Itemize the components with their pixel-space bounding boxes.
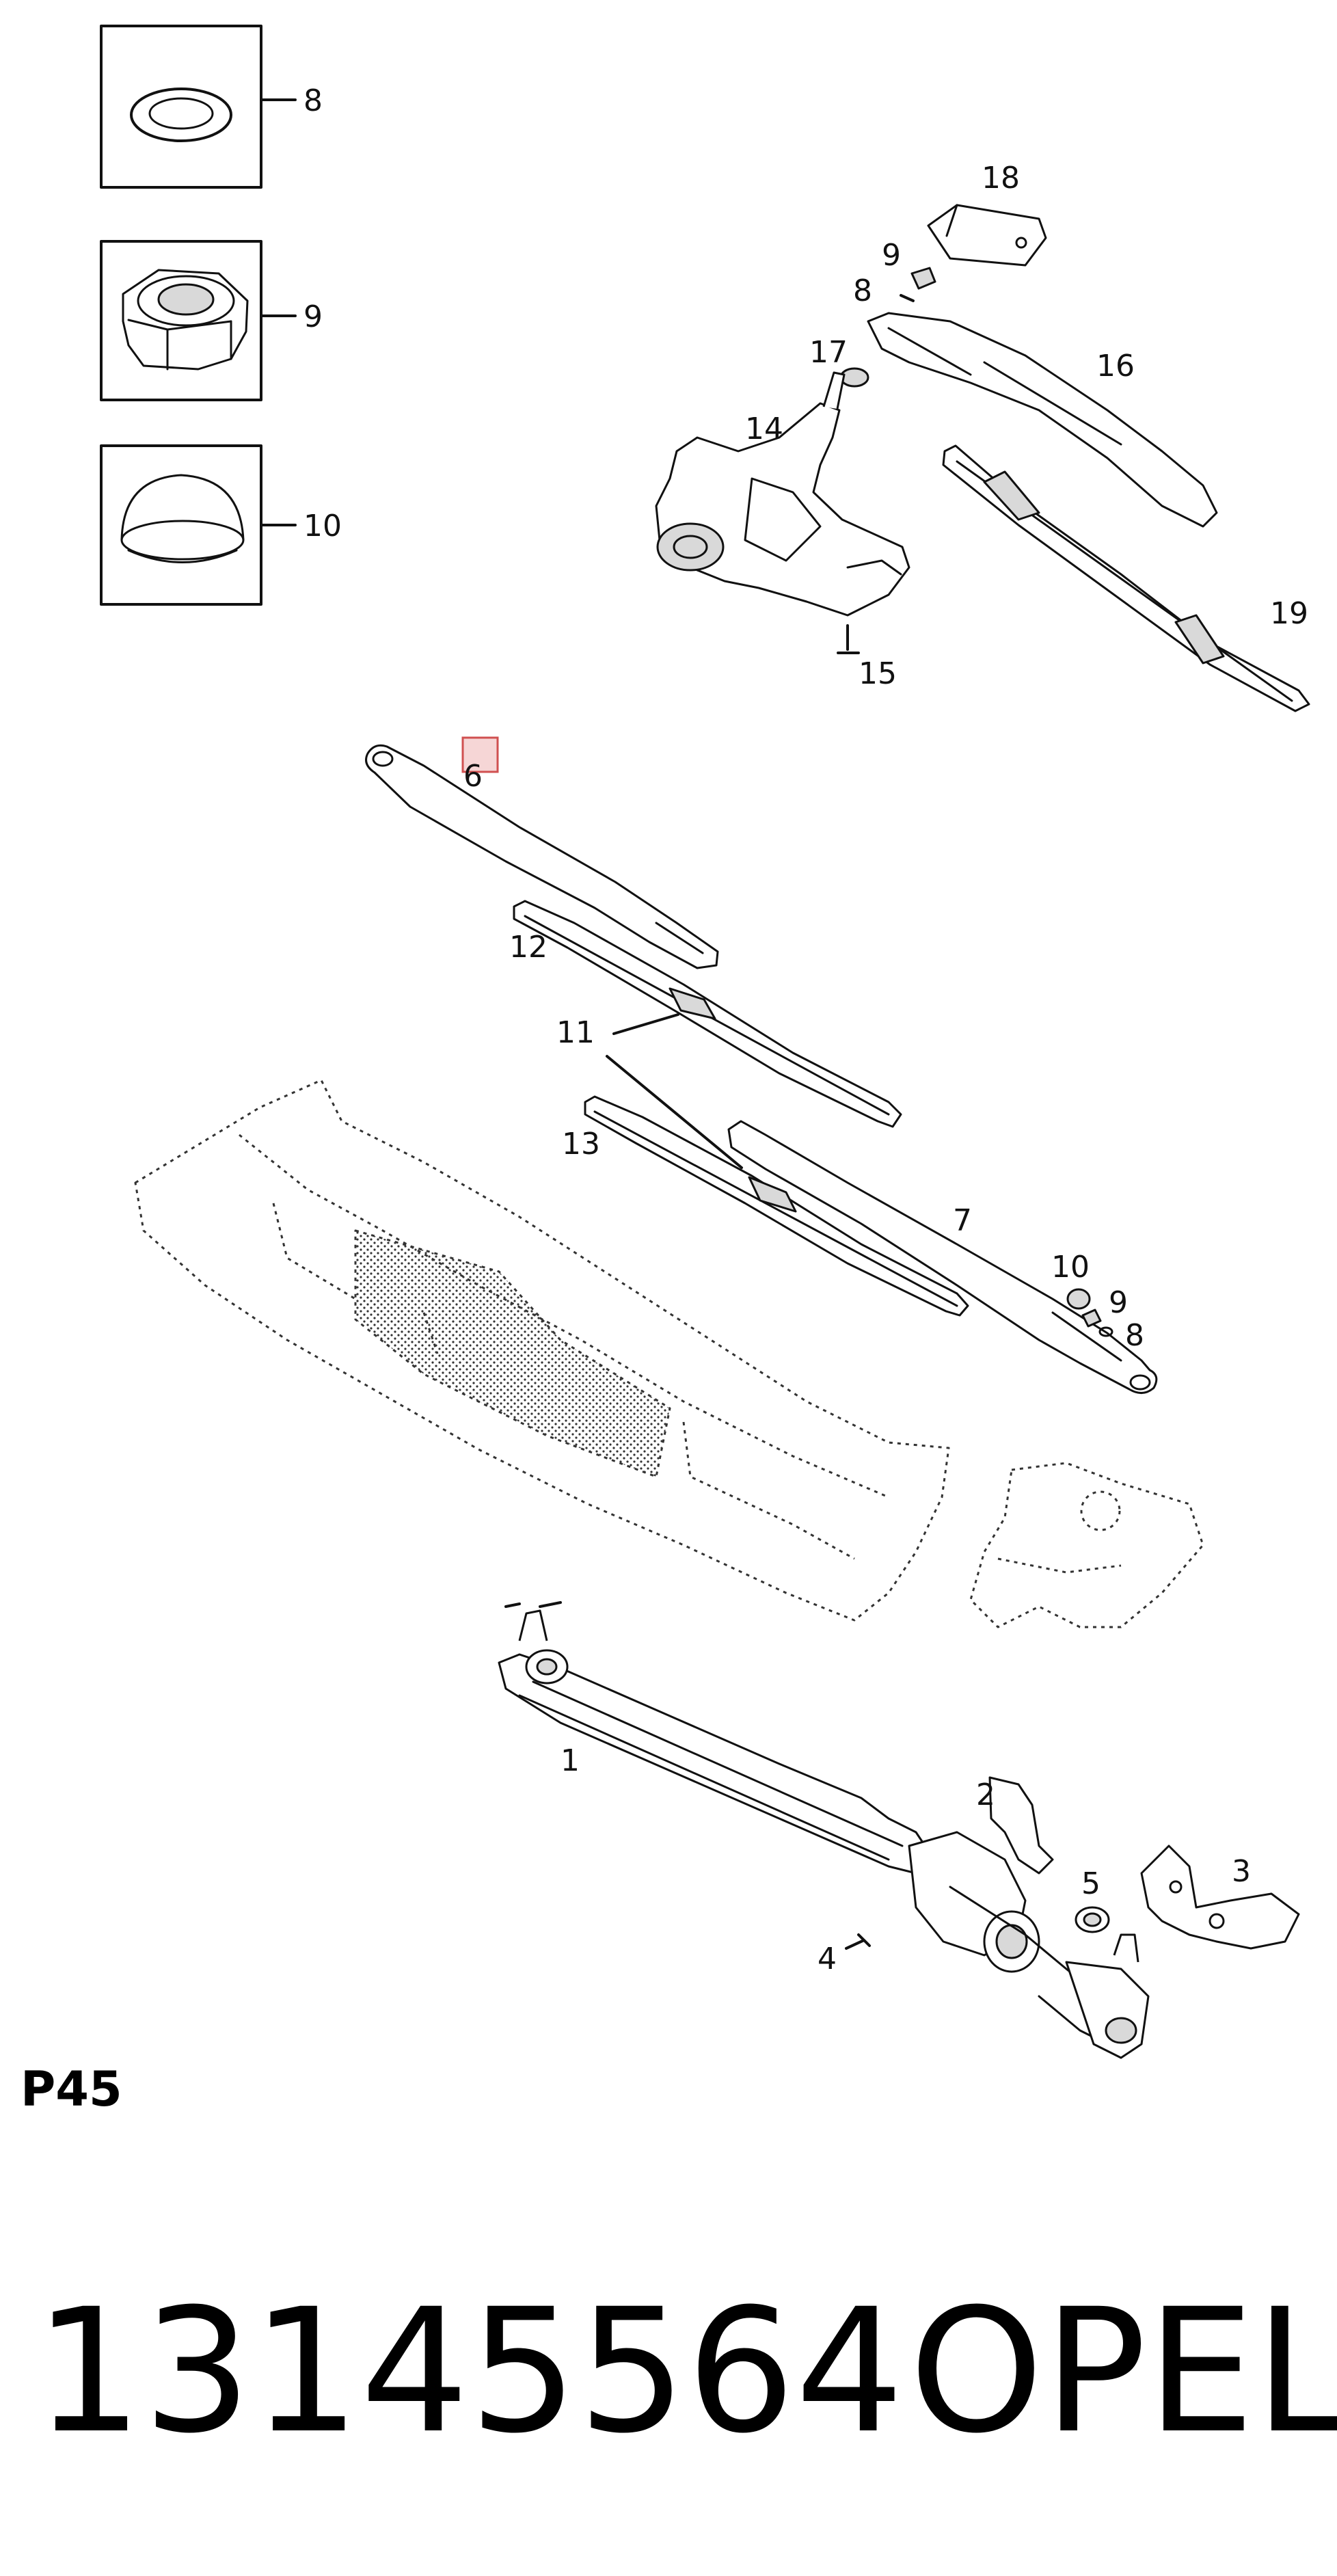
callout-4: 4 <box>818 1942 837 1976</box>
callout-13: 13 <box>562 1127 600 1162</box>
callout-9-rear: 9 <box>882 238 901 273</box>
callout-2: 2 <box>976 1777 995 1812</box>
callout-18: 18 <box>982 161 1020 196</box>
callout-1: 1 <box>561 1743 580 1778</box>
callout-16: 16 <box>1096 349 1135 384</box>
callout-11: 11 <box>556 1015 595 1050</box>
front-wiper-arms-blades: 6 12 11 13 7 10 9 8 <box>365 736 1158 1394</box>
part-number: 13145564 <box>34 2272 904 2471</box>
callout-14: 14 <box>745 412 783 446</box>
cap-detail-box: 10 <box>100 444 342 606</box>
callout-7: 7 <box>953 1203 972 1238</box>
wiper-linkage-motor: 1 2 5 3 4 <box>498 1601 1300 2059</box>
callout-8-rear: 8 <box>853 273 872 308</box>
callout-15: 15 <box>859 656 897 691</box>
callout-3: 3 <box>1232 1854 1251 1889</box>
callout-10-front: 10 <box>1051 1250 1090 1285</box>
brand-name: OPEL <box>909 2272 1337 2471</box>
callout-8-box: 8 <box>303 83 323 118</box>
washer-detail-box: 8 <box>100 25 323 189</box>
rear-wiper-assembly: 18 9 8 16 17 19 14 15 <box>655 161 1310 712</box>
callout-19: 19 <box>1270 596 1308 631</box>
nut-detail-box: 9 <box>100 240 323 401</box>
callout-17: 17 <box>809 335 848 370</box>
section-code: P45 <box>21 2061 122 2117</box>
callout-9-front: 9 <box>1109 1285 1128 1320</box>
callout-9-box: 9 <box>303 299 323 334</box>
callout-5: 5 <box>1081 1866 1100 1901</box>
callout-12: 12 <box>509 930 548 965</box>
cowl-panel-phantom <box>134 1079 1204 1628</box>
highlight-marker <box>461 736 499 773</box>
callout-10-box: 10 <box>303 509 342 544</box>
callout-6: 6 <box>463 759 483 794</box>
callout-8-front: 8 <box>1125 1318 1144 1353</box>
